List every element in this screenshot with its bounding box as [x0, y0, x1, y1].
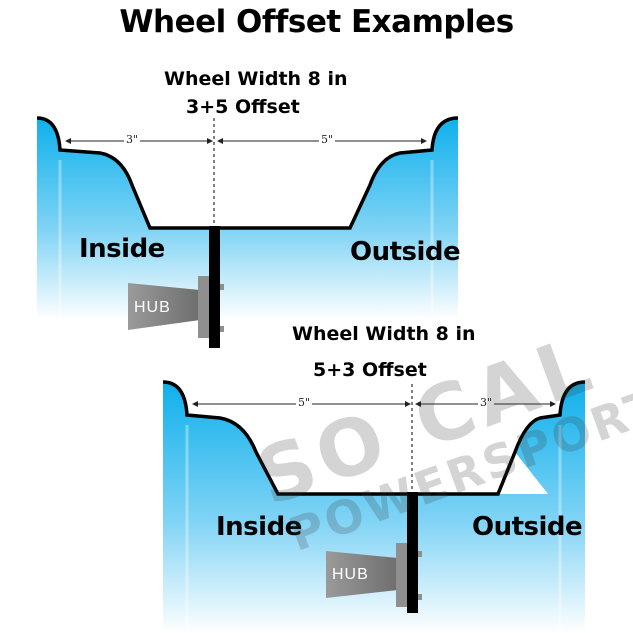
hub-1-flange [198, 276, 210, 338]
wheel-2-fill [163, 382, 585, 633]
wheel-2-barrel [187, 384, 560, 494]
example-1-caption-offset: 3+5 Offset [186, 96, 300, 118]
example-2-left-dimension: 5" [296, 396, 313, 409]
wheel-2-profile [162, 380, 586, 496]
example-1-right-dimension: 5" [319, 133, 336, 146]
example-1-inside-label: Inside [79, 234, 165, 264]
wheel-2-mount [407, 492, 418, 613]
example-2-inside-label: Inside [216, 512, 302, 542]
wheel-1-mount [209, 226, 220, 348]
example-2-caption-width: Wheel Width 8 in [292, 323, 476, 345]
example-2-caption-offset: 5+3 Offset [313, 359, 427, 381]
hub-2-label: HUB [332, 566, 369, 583]
example-2-outside-label: Outside [472, 512, 583, 542]
example-1-left-dimension: 3" [124, 133, 141, 146]
hub-2-flange [396, 543, 408, 607]
hub-2-cone [326, 551, 398, 598]
wheel-example-2 [162, 380, 586, 633]
hub-1-label: HUB [134, 299, 171, 316]
hub-1-cone [128, 283, 200, 330]
wheel-1-barrel [60, 120, 432, 228]
example-1-outside-label: Outside [350, 237, 461, 267]
wheel-1-fill [37, 118, 458, 320]
example-1-caption-width: Wheel Width 8 in [164, 68, 348, 90]
wheel-1-profile [36, 116, 459, 230]
page-title: Wheel Offset Examples [119, 4, 514, 40]
example-2-right-dimension: 3" [478, 396, 495, 409]
wheel-example-1 [36, 116, 459, 348]
